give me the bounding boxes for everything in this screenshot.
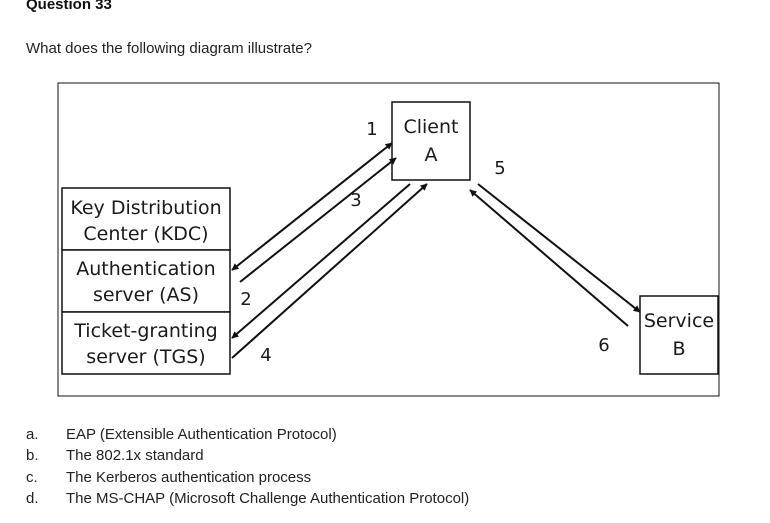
as-label-line1: Authentication (76, 258, 215, 280)
diagram-frame (57, 82, 720, 397)
arrow-3-client-to-tgs (231, 183, 411, 339)
option-b[interactable]: b. The 802.1x standard (26, 445, 469, 466)
kdc-label-line1: Key Distribution (70, 197, 221, 219)
tgs-label-line1: Ticket-granting (73, 320, 217, 342)
kdc-box (61, 187, 231, 251)
client-label-line1: Client (403, 116, 458, 138)
tgs-box (61, 311, 231, 375)
option-letter: d. (26, 490, 39, 508)
arrow-1-client-to-as (231, 142, 393, 271)
arrow-label-6: 6 (598, 335, 609, 356)
tgs-label-line2: server (TGS) (86, 346, 205, 368)
service-label-line1: Service (644, 310, 714, 332)
service-label-line2: B (672, 338, 685, 360)
arrow-label-4: 4 (260, 345, 271, 366)
option-a[interactable]: a. EAP (Extensible Authentication Protoco… (26, 424, 469, 445)
arrow-label-2: 2 (240, 289, 251, 310)
option-text: EAP (Extensible Authentication Protocol) (66, 426, 337, 443)
option-letter: c. (26, 468, 38, 486)
client-label-line2: A (425, 144, 438, 166)
client-box (391, 101, 471, 181)
option-letter: b. (26, 447, 39, 465)
arrow-4-tgs-to-client (231, 183, 428, 359)
arrow-label-3: 3 (350, 190, 361, 211)
arrow-5-client-to-service (477, 183, 641, 313)
service-box (639, 295, 719, 375)
arrow-label-1: 1 (366, 119, 377, 140)
option-letter: a. (26, 426, 39, 443)
answer-options: a. EAP (Extensible Authentication Protoco… (26, 424, 469, 510)
option-text: The MS-CHAP (Microsoft Challenge Authent… (66, 490, 470, 508)
question-title: Question 33 (26, 0, 112, 13)
option-c[interactable]: c. The Kerberos authentication process (26, 467, 469, 488)
kdc-label-line2: Center (KDC) (83, 223, 208, 245)
kerberos-diagram: Key Distribution Center (KDC) Authentica… (57, 82, 720, 397)
question-prompt: What does the following diagram illustra… (26, 40, 312, 57)
arrow-2-as-to-client (239, 157, 397, 283)
arrow-6-service-to-client (469, 189, 629, 327)
as-label-line2: server (AS) (93, 284, 199, 306)
option-text: The 802.1x standard (66, 447, 204, 465)
option-d[interactable]: d. The MS-CHAP (Microsoft Challenge Authe… (26, 488, 469, 509)
as-box (61, 249, 231, 313)
option-text: The Kerberos authentication process (66, 468, 312, 486)
arrow-label-5: 5 (494, 158, 505, 179)
